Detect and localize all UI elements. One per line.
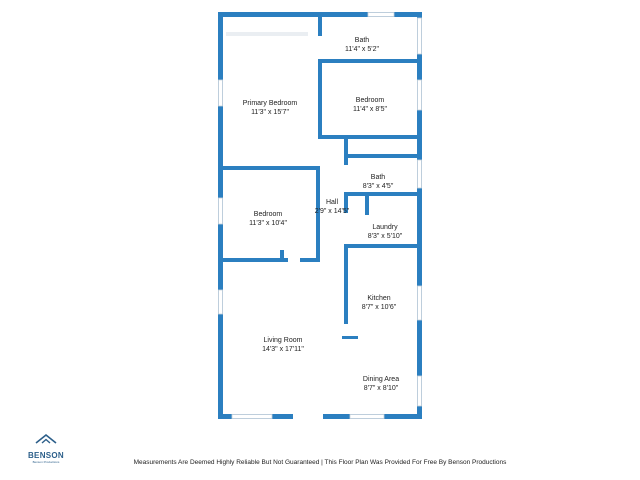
room-laundry: Laundry 8'3" x 5'10" (368, 223, 403, 241)
brand-subtitle: Benson Productions (32, 460, 60, 464)
room-dimensions: 8'3" x 4'5" (362, 183, 394, 190)
window-bottom-dining (349, 414, 385, 419)
room-name: Laundry (372, 224, 398, 231)
room-dimensions: 8'7" x 10'6" (361, 304, 397, 311)
window-right-dining (417, 375, 422, 407)
room-dimensions: 8'7" x 8'10" (363, 385, 399, 392)
wall-bedroom-left-bottom (218, 258, 288, 262)
room-dimensions: 11'4" x 8'5" (353, 106, 387, 113)
wall-bedroom-left-closet (280, 250, 284, 262)
room-bedroom-right: Bedroom 11'4" x 8'5" (353, 96, 387, 114)
window-right-kitchen (417, 285, 422, 321)
room-dimensions: 11'3" x 10'4" (249, 220, 287, 227)
house-icon (35, 433, 57, 444)
room-dimensions: 8'3" x 5'10" (367, 233, 403, 240)
room-bath-mid: Bath 8'3" x 4'5" (363, 173, 394, 191)
room-kitchen: Kitchen 8'7" x 10'6" (362, 294, 397, 312)
window-left-primary (218, 79, 223, 107)
room-hall: Hall 2'9" x 14'5" (315, 198, 350, 216)
room-dimensions: 11'3" x 15'7" (251, 109, 289, 116)
disclaimer-text: Measurements Are Deemed Highly Reliable … (133, 459, 507, 466)
wall-laundry-bottom (344, 244, 422, 248)
wall-kitchen-island (342, 336, 358, 339)
wall-primary-bottom (218, 166, 320, 170)
wall-bedroom-left-bottom-2 (300, 258, 320, 262)
wall-bedroom-right-left (318, 59, 322, 139)
room-dining: Dining Area 8'7" x 8'10" (363, 375, 399, 393)
window-top (367, 12, 395, 17)
wall-bath-top-left (318, 12, 322, 36)
room-name: Living Room (263, 337, 303, 344)
brand-logo: BENSON Benson Productions (24, 432, 68, 464)
room-bath-top: Bath 11'4" x 5'2" (345, 36, 379, 54)
window-right-bath (417, 17, 422, 55)
room-name: Kitchen (367, 295, 391, 302)
room-dimensions: 11'4" x 5'2" (345, 46, 379, 53)
room-name: Bedroom (355, 97, 385, 104)
room-bedroom-left: Bedroom 11'3" x 10'4" (249, 210, 287, 228)
room-name: Primary Bedroom (242, 100, 298, 107)
windows (218, 12, 422, 419)
wall-laundry-top-left (344, 195, 348, 213)
wall-bath-mid-bottom (344, 192, 422, 196)
room-name: Bath (354, 37, 370, 44)
window-right-bath-mid (417, 159, 422, 189)
exterior-wall-right (417, 12, 422, 419)
brand-name: BENSON (27, 451, 65, 460)
window-bottom-living (231, 414, 273, 419)
wall-bedroom-left-right (316, 170, 320, 262)
window-right-bedroom (417, 79, 422, 111)
wall-laundry-left (365, 195, 369, 215)
room-name: Bedroom (253, 211, 283, 218)
room-name: Bath (370, 174, 386, 181)
wall-bedroom-right-bottom (318, 135, 422, 139)
room-name: Hall (325, 199, 339, 206)
room-dimensions: 14'3" x 17'11" (262, 346, 304, 353)
wall-bath-top-bottom (318, 59, 422, 63)
room-living: Living Room 14'3" x 17'11" (262, 336, 304, 354)
room-name: Dining Area (362, 376, 400, 383)
wall-bath-mid-left (344, 135, 348, 165)
wall-kitchen-left (344, 244, 348, 324)
wall-bath-mid-top (344, 154, 422, 158)
window-left-bedroom (218, 197, 223, 225)
room-primary-bedroom: Primary Bedroom 11'3" x 15'7" (243, 99, 297, 117)
closet-door (226, 32, 308, 36)
window-left-living (218, 289, 223, 315)
room-dimensions: 2'9" x 14'5" (314, 208, 350, 215)
